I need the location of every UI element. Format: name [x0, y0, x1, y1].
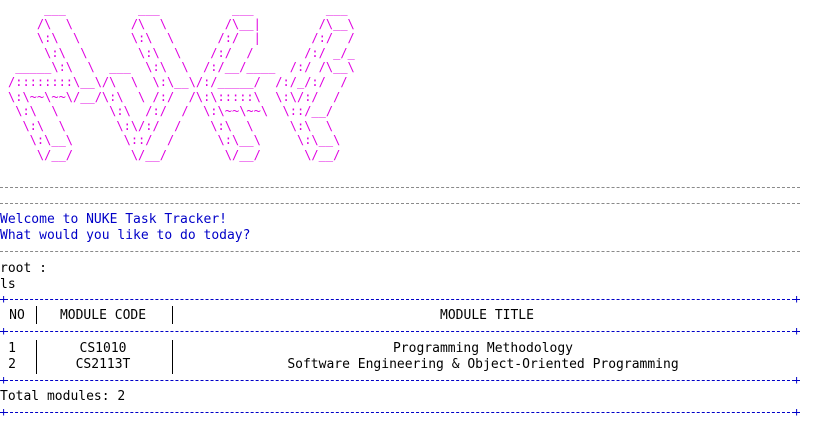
row-module-code: CS2113T: [75, 357, 131, 372]
prompt-command[interactable]: ls: [0, 277, 16, 292]
total-modules-summary: Total modules: 2: [0, 389, 126, 404]
table-corner: +: [0, 405, 8, 419]
table-border-top: [0, 299, 800, 300]
welcome-question: What would you like to do today?: [0, 228, 251, 243]
separator-line: [0, 203, 800, 204]
row-module-code: CS1010: [79, 341, 127, 356]
column-divider: [172, 340, 173, 374]
welcome-message: Welcome to NUKE Task Tracker!: [0, 212, 227, 227]
row-no: 2: [8, 357, 16, 372]
header-module-title: MODULE TITLE: [440, 308, 534, 323]
separator-line: [0, 251, 800, 252]
row-module-title: Software Engineering & Object-Oriented P…: [287, 357, 679, 372]
prompt-label: root :: [0, 261, 47, 276]
header-no: NO: [9, 308, 25, 323]
table-border-footer: [0, 412, 800, 413]
column-divider: [36, 306, 37, 324]
header-module-code: MODULE CODE: [59, 308, 147, 323]
table-corner: +: [793, 405, 801, 419]
table-border-header: [0, 331, 800, 332]
row-no: 1: [8, 341, 16, 356]
column-divider: [36, 340, 37, 374]
table-corner: +: [0, 292, 8, 306]
table-corner: +: [793, 292, 801, 306]
separator-line: [0, 187, 800, 188]
table-corner: +: [0, 373, 8, 387]
table-corner: +: [793, 324, 801, 338]
table-border-bottom: [0, 380, 800, 381]
nuke-ascii-logo: ___ ___ ___ ___ /\ \ /\ \ /\__| /\__\ \:…: [8, 2, 355, 162]
table-corner: +: [0, 324, 8, 338]
column-divider: [172, 306, 173, 324]
row-module-title: Programming Methodology: [392, 341, 573, 356]
table-corner: +: [793, 373, 801, 387]
